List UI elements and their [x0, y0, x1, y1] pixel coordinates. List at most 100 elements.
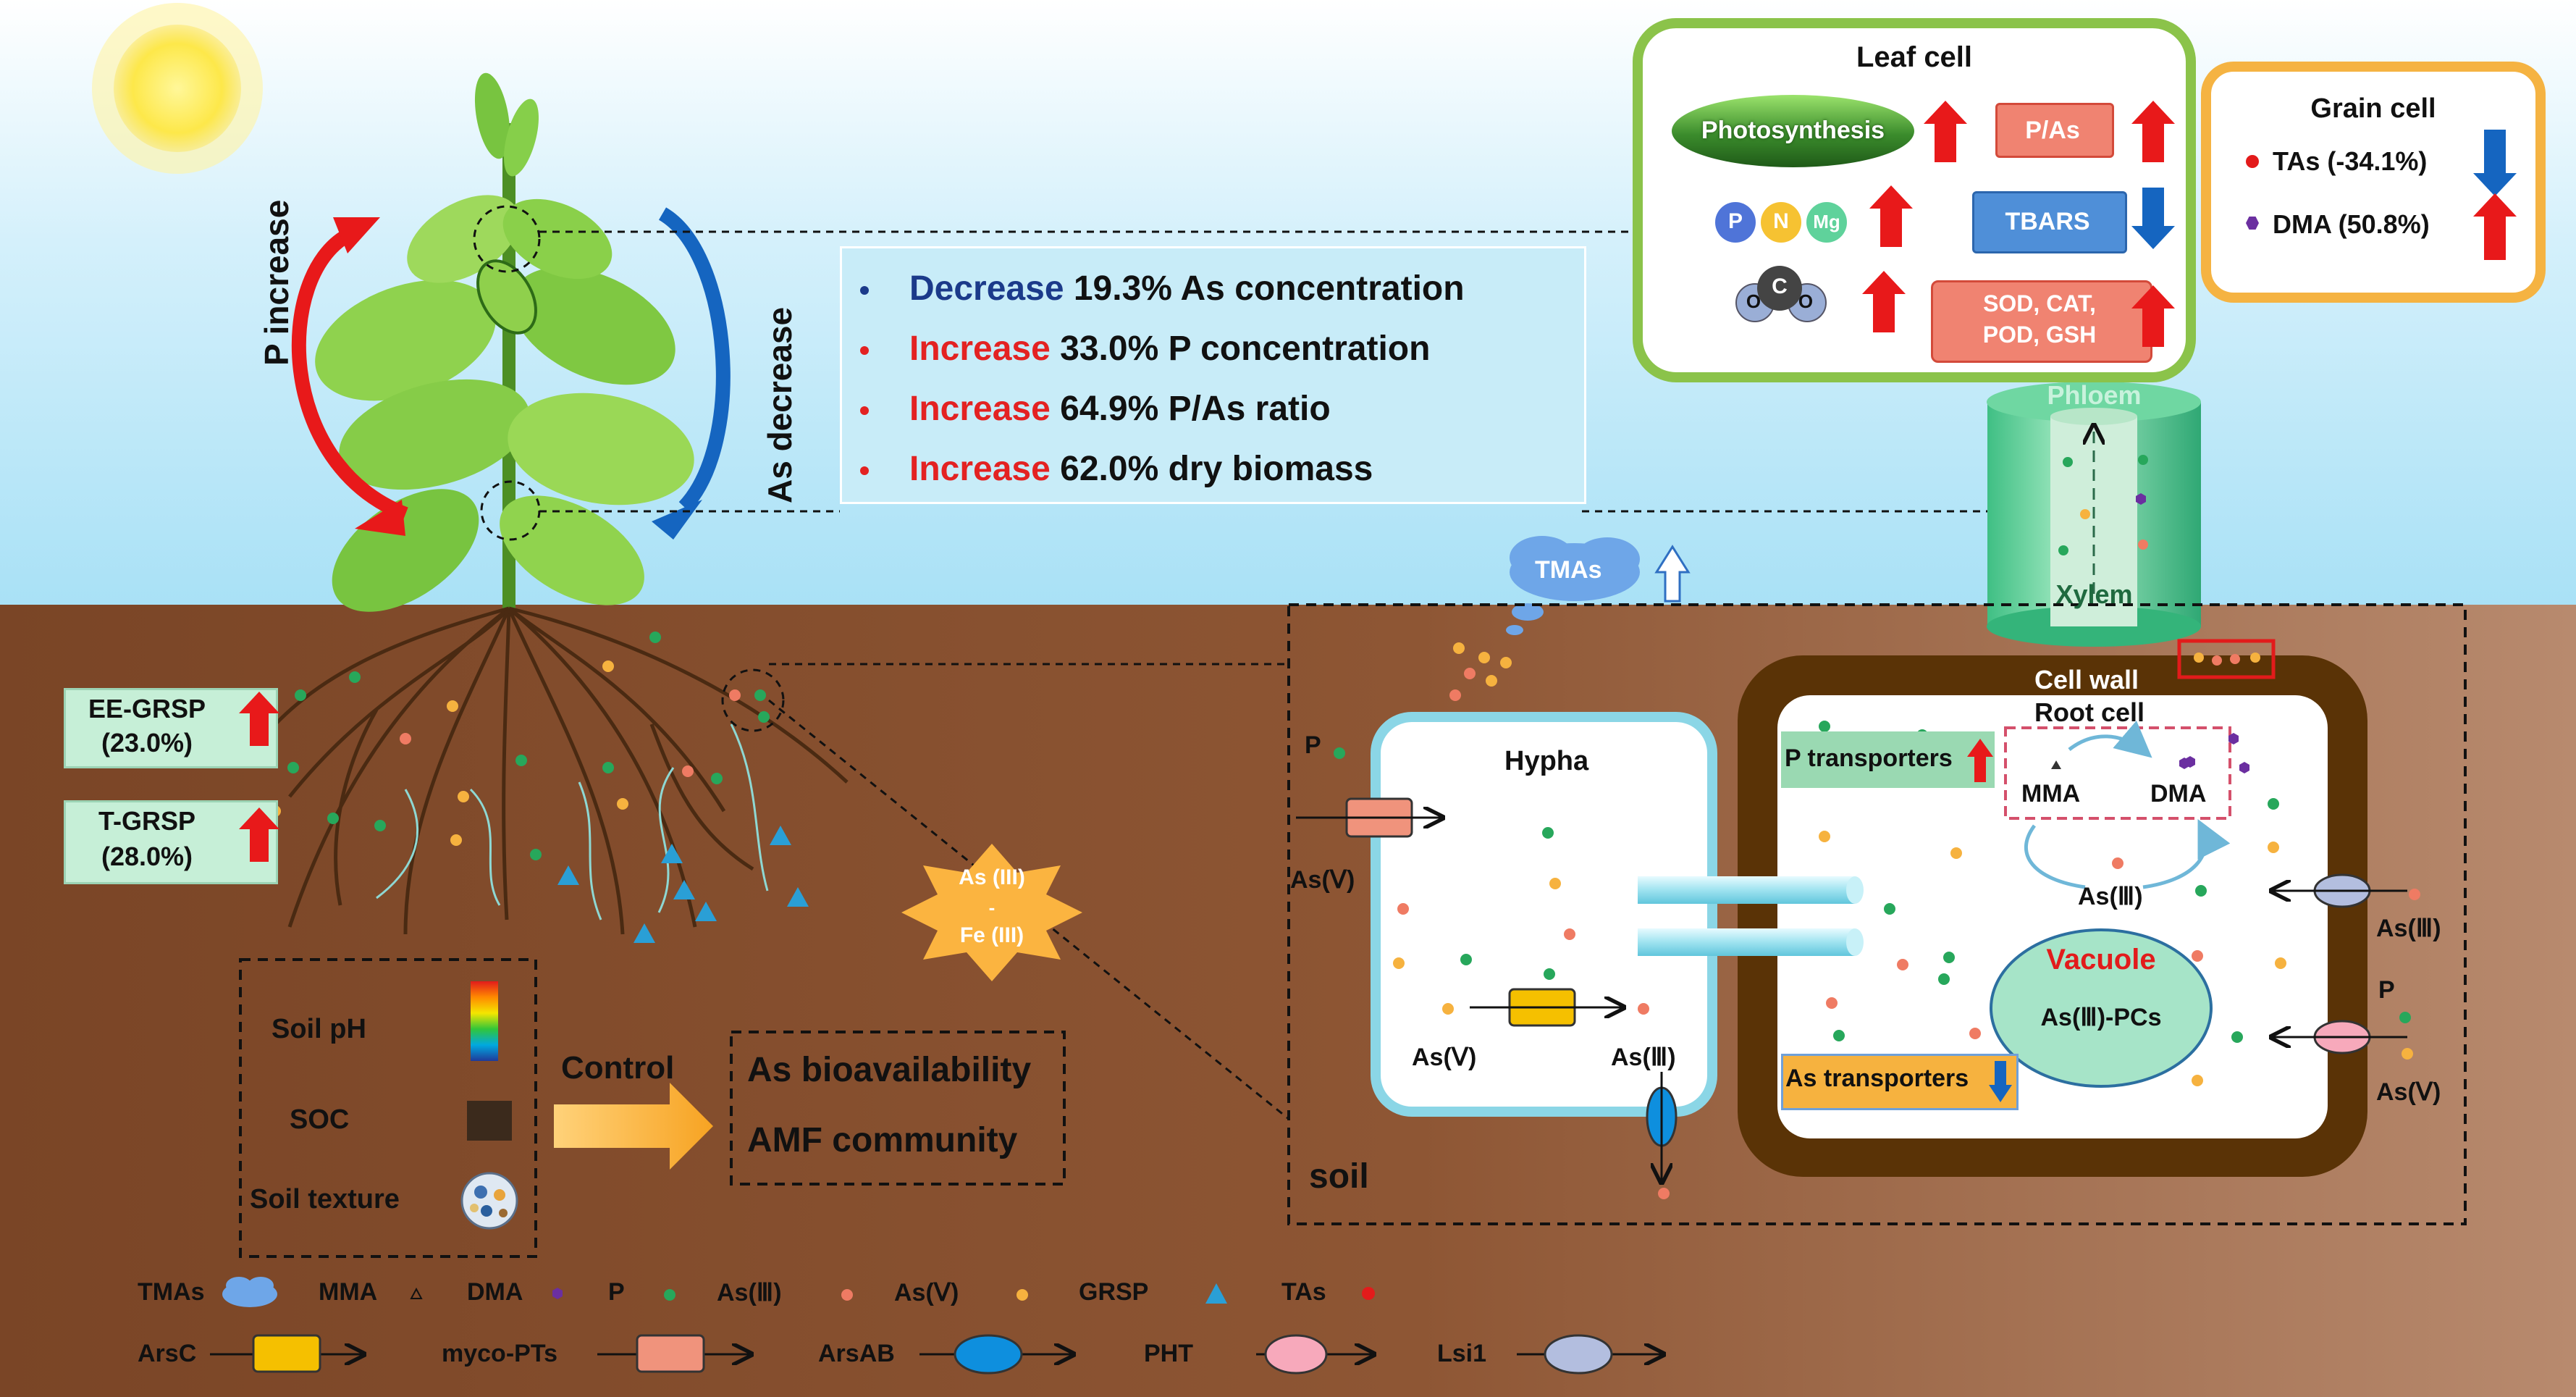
summary-bullet — [860, 466, 869, 476]
pht-p-label: P — [2378, 976, 2395, 1004]
dma-particle — [2239, 762, 2249, 773]
p-particle — [295, 689, 306, 701]
as3-particle — [729, 689, 741, 701]
as5-particle — [447, 700, 458, 712]
summary-bullet — [860, 406, 869, 416]
p-transporters-label: P transporters — [1785, 744, 1953, 772]
legend-label: P — [608, 1278, 625, 1306]
t-grsp-label: T-GRSP — [98, 806, 195, 836]
as5-particle — [1393, 957, 1405, 969]
legend-label: DMA — [467, 1278, 523, 1306]
chloroplast-icon — [1672, 95, 1914, 167]
ee-grsp-value: (23.0%) — [101, 728, 193, 758]
p-particle — [1833, 1030, 1845, 1041]
p-particle — [2399, 1012, 2411, 1023]
as5-particle — [2268, 842, 2279, 853]
soil-ph-label: Soil pH — [272, 1014, 366, 1044]
as5-particle — [2275, 957, 2286, 969]
as-transporters-down-arrow — [1989, 1061, 2012, 1102]
summary-verb: Decrease — [909, 269, 1064, 308]
pht-as5-label: As(Ⅴ) — [2376, 1078, 2441, 1106]
hyphae — [376, 723, 769, 920]
hypha-as5-label: As(Ⅴ) — [1290, 866, 1355, 894]
as3-particle — [400, 733, 411, 744]
hypha-cell — [1371, 712, 1717, 1117]
as3-particle — [1397, 903, 1409, 915]
co2-o-right-label: O — [1798, 290, 1814, 312]
legend-label: ArsC — [138, 1340, 197, 1367]
leaf-cell-arrows — [1862, 101, 2175, 347]
legend-label: myco-PTs — [442, 1340, 557, 1367]
p-particle — [530, 849, 542, 860]
soil-texture-icon — [460, 1172, 518, 1230]
as5-particle — [1486, 675, 1497, 687]
summary-bullet — [860, 346, 869, 356]
as3-particle — [1826, 997, 1838, 1009]
p-particle — [327, 813, 339, 824]
legend-label: TMAs — [138, 1278, 205, 1306]
phloem-xylem-cylinder — [1987, 382, 2201, 647]
p-particle — [1884, 903, 1895, 915]
xylem-label: Xylem — [2055, 579, 2133, 609]
as3-particle — [2112, 857, 2123, 869]
p-increase-arrow — [291, 229, 408, 521]
amf-community-label: AMF community — [747, 1121, 1018, 1159]
p-as-label: P/As — [2025, 117, 2080, 144]
summary-row: Increase 64.9% P/As ratio — [860, 389, 1331, 429]
photosynthesis-label: Photosynthesis — [1701, 117, 1885, 144]
ee-grsp-label: EE-GRSP — [88, 694, 206, 723]
soil-texture-label: Soil texture — [250, 1184, 400, 1214]
p-particle — [1943, 952, 1955, 963]
grain-dma-label: DMA (50.8%) — [2273, 209, 2430, 239]
control-arrow — [554, 1083, 713, 1170]
t-grsp-value: (28.0%) — [101, 842, 193, 871]
arsc-as5-label: As(Ⅴ) — [1412, 1044, 1477, 1071]
summary-row: Decrease 19.3% As concentration — [860, 269, 1465, 309]
p-particle — [1938, 973, 1950, 985]
p-particle — [758, 711, 770, 723]
as-transporters-label: As transporters — [1785, 1065, 1969, 1092]
as5-particle — [1442, 1003, 1454, 1015]
leaf-cell-title: Leaf cell — [1856, 41, 1973, 73]
as-decrease-arrow — [658, 207, 731, 512]
phloem-label: Phloem — [2047, 380, 2142, 410]
roots — [244, 606, 849, 935]
t-grsp-box — [64, 800, 278, 884]
tmas-cloud-icon — [1506, 536, 1640, 635]
co2-c-label: C — [1772, 274, 1788, 298]
tmas-cloud-label: TMAs — [1535, 556, 1602, 584]
n-nutrient-label: N — [1773, 209, 1789, 233]
as3-particle — [1449, 689, 1461, 701]
p-particle — [2195, 885, 2207, 897]
summary-row: Increase 33.0% P concentration — [860, 329, 1430, 369]
vacuole-label: Vacuole — [2046, 944, 2156, 976]
soil-ph-scale-icon — [471, 981, 498, 1061]
legend-label: PHT — [1144, 1340, 1193, 1367]
mma-label: MMA — [2021, 780, 2081, 807]
as-bioavailability-label: As bioavailability — [747, 1051, 1032, 1089]
summary-text: 62.0% dry biomass — [1050, 450, 1373, 488]
summary-row: Increase 62.0% dry biomass — [860, 449, 1373, 489]
legend-label: TAs — [1281, 1278, 1326, 1306]
grsp-triangles — [557, 826, 809, 943]
root-cell-label: Root cell — [2034, 697, 2145, 727]
legend-label: Lsi1 — [1437, 1340, 1487, 1367]
p-particle — [287, 762, 299, 773]
grain-cell-title: Grain cell — [2310, 93, 2436, 124]
as5-particle — [2192, 1075, 2203, 1086]
as3-particle — [1638, 1003, 1649, 1015]
p-transporters-up-arrow — [1967, 739, 1993, 782]
dma-particle — [2228, 733, 2239, 744]
as5-particle — [602, 660, 614, 672]
as3-particle — [1564, 928, 1575, 940]
star-as3-label: As (III) — [959, 865, 1025, 889]
tas-dot-icon — [2246, 155, 2259, 168]
soc-icon — [467, 1101, 512, 1141]
lsi1-as3-label: As(Ⅲ) — [2376, 915, 2441, 942]
summary-verb: Increase — [909, 390, 1051, 428]
p-particle — [1460, 954, 1472, 965]
tbars-box — [1972, 191, 2127, 253]
p-particle — [1334, 747, 1345, 759]
grain-tas-label: TAs (-34.1%) — [2273, 146, 2428, 176]
